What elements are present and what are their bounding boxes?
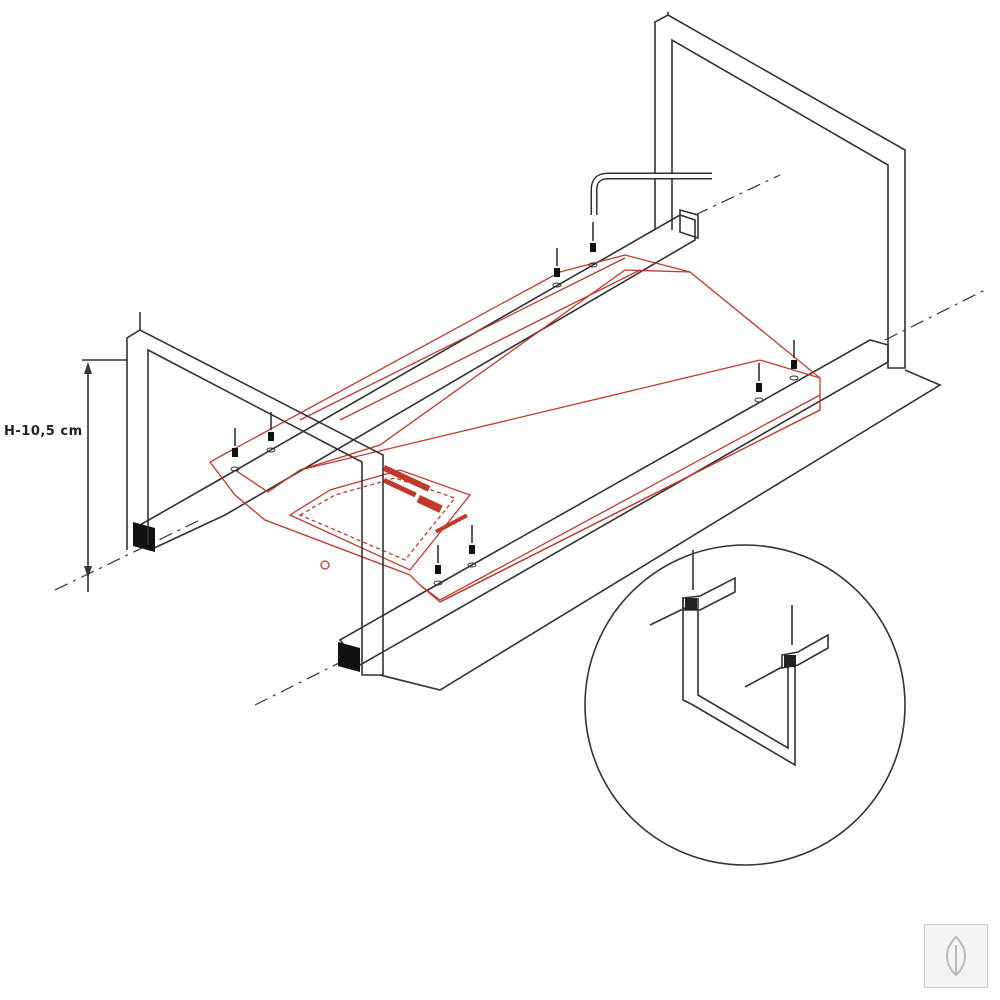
detail-inset — [584, 544, 906, 866]
lamp-label — [382, 464, 468, 534]
lamp-body — [209, 254, 821, 603]
left-bracket — [126, 312, 384, 676]
right-bracket — [654, 12, 906, 369]
height-dimension — [82, 359, 127, 592]
back-rail — [133, 208, 699, 552]
height-label: H-10,5 cm — [4, 424, 83, 439]
center-lines — [54, 174, 986, 706]
screws — [230, 243, 799, 586]
floor-outline — [379, 369, 942, 691]
hex-key-icon — [590, 172, 712, 215]
screw-arrows — [234, 222, 795, 563]
leaf-logo-icon — [924, 924, 988, 988]
